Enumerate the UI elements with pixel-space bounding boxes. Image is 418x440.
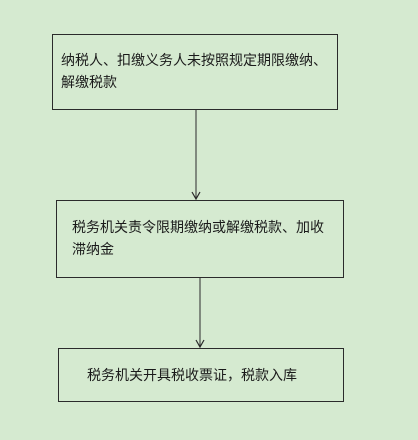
flow-step-box-1: 纳税人、扣缴义务人未按照规定期限缴纳、 解缴税款 <box>52 34 338 110</box>
flow-step-box-3: 税务机关开具税收票证，税款入库 <box>58 348 344 402</box>
flow-step-text-3: 税务机关开具税收票证，税款入库 <box>87 368 297 384</box>
flow-step-text-1: 纳税人、扣缴义务人未按照规定期限缴纳、 解缴税款 <box>61 53 327 91</box>
flow-step-text-2: 税务机关责令限期缴纳或解缴税款、加收 滞纳金 <box>72 220 324 258</box>
flow-step-box-2: 税务机关责令限期缴纳或解缴税款、加收 滞纳金 <box>56 200 344 278</box>
